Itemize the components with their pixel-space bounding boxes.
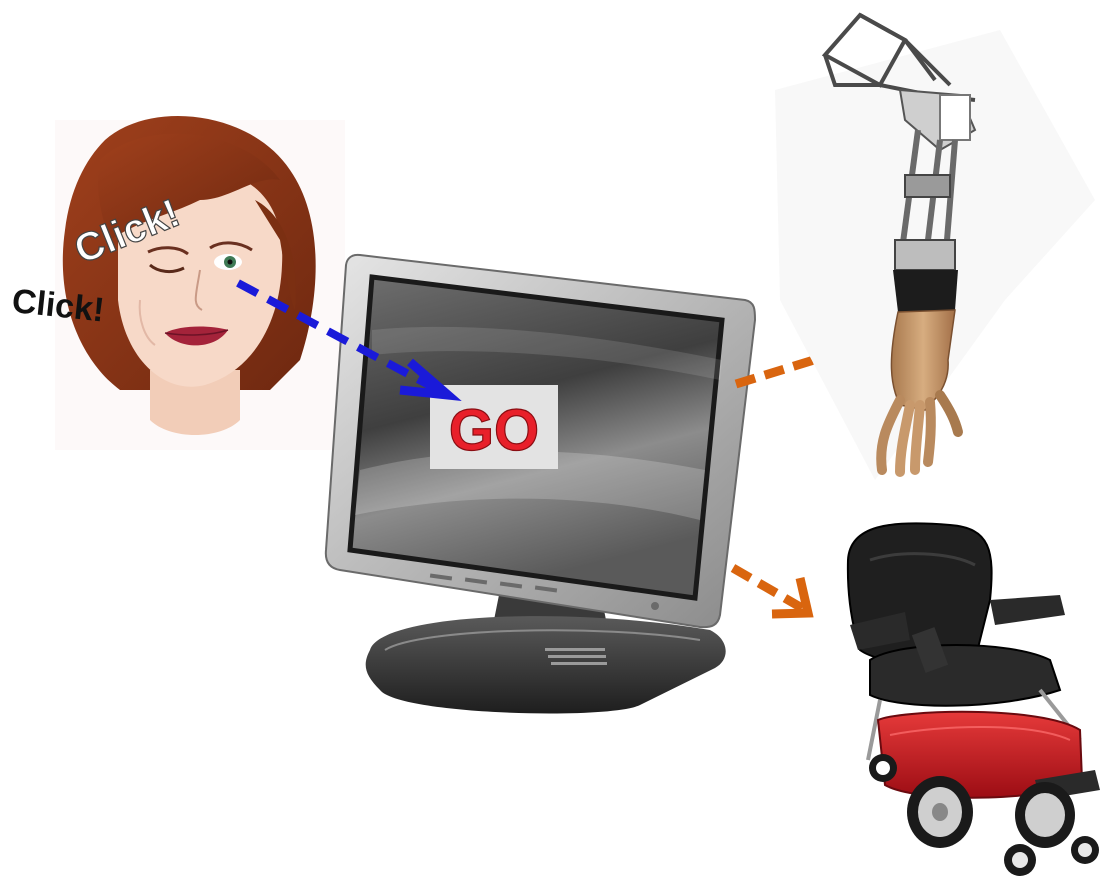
computer-monitor-icon bbox=[326, 255, 755, 714]
power-wheelchair-icon bbox=[848, 523, 1100, 876]
arrow-to-wheelchair bbox=[733, 568, 808, 614]
go-button-label: GO bbox=[449, 398, 539, 463]
prosthetic-arm-icon bbox=[775, 15, 1095, 480]
winking-woman-icon bbox=[55, 116, 345, 450]
